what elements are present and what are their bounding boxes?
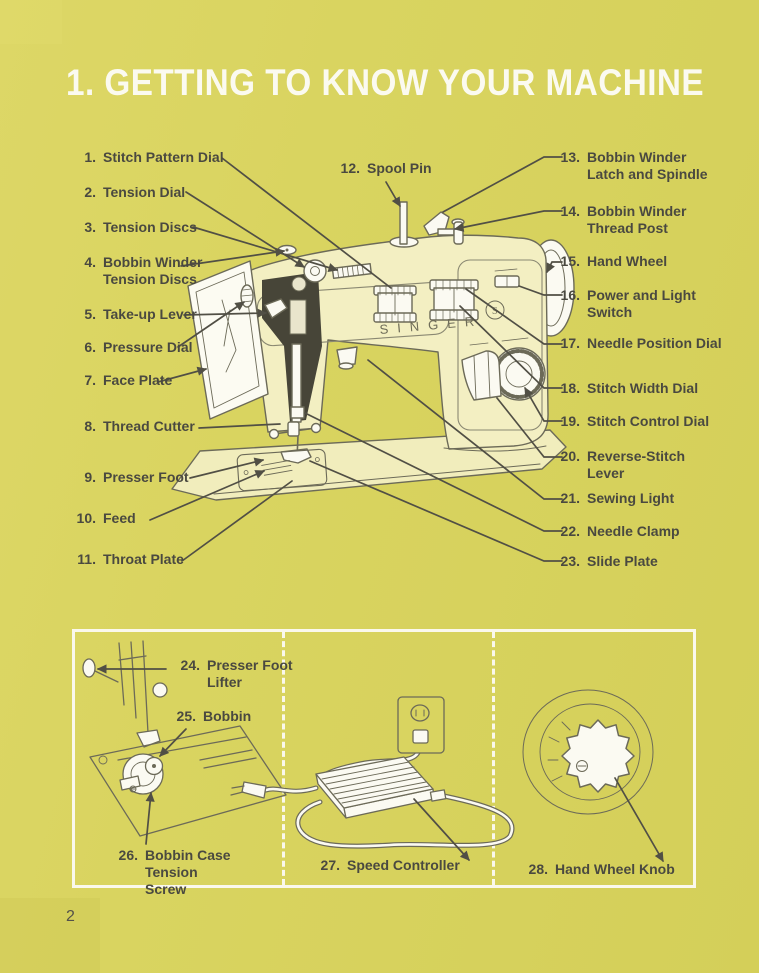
callout-label-28: 28.Hand Wheel Knob	[528, 861, 675, 877]
callout-label-21: 21.Sewing Light	[560, 490, 675, 506]
presser-foot-lifter	[82, 658, 96, 678]
scan-artifact	[0, 0, 62, 44]
panel-divider	[282, 632, 285, 885]
callout-label-5: 5.Take-up Lever	[84, 306, 197, 322]
foot-pedal	[315, 756, 447, 819]
callout-label-9: 9.Presser Foot	[84, 469, 189, 485]
callout-label-3: 3.Tension Discs	[84, 219, 197, 235]
tension-discs	[331, 263, 373, 279]
stitch-pattern-dial	[373, 285, 417, 323]
hand-wheel-rim	[522, 689, 654, 815]
page-number: 2	[66, 908, 75, 925]
presser-foot	[280, 448, 312, 464]
callout-label-2: 2.Tension Dial	[84, 184, 186, 200]
hand-wheel-knob-illustration	[522, 689, 664, 863]
callout-label-10: 10.Feed	[76, 510, 136, 526]
throat-plate-detail	[89, 725, 287, 837]
reverse-stitch-lever	[461, 350, 502, 401]
callout-label-18: 18.Stitch Width Dial	[560, 380, 699, 396]
scan-artifact	[0, 898, 100, 973]
callout-label-26: 26.Bobbin Case Tension Screw	[118, 847, 231, 897]
callout-label-7: 7.Face Plate	[84, 372, 173, 388]
emblem-letter: S	[492, 306, 498, 317]
speed-controller-illustration	[230, 696, 515, 861]
callout-label-12: 12.Spool Pin	[340, 160, 432, 176]
callout-label-20: 20.Reverse-Stitch Lever	[560, 448, 686, 481]
panel-divider	[492, 632, 495, 885]
callout-label-19: 19.Stitch Control Dial	[560, 413, 710, 429]
callout-label-4: 4.Bobbin Winder Tension Discs	[84, 254, 203, 287]
callout-label-11: 11.Throat Plate	[77, 551, 184, 567]
callout-label-17: 17.Needle Position Dial	[560, 335, 722, 351]
feed-slots	[261, 460, 293, 476]
callout-label-22: 22.Needle Clamp	[560, 523, 680, 539]
singer-emblem	[485, 300, 505, 320]
callout-label-6: 6.Pressure Dial	[84, 339, 193, 355]
detail-panels-box	[72, 629, 696, 888]
sewing-machine-illustration: S SINGER	[171, 201, 575, 501]
leader-lines	[149, 156, 563, 562]
power-cord	[263, 741, 515, 849]
callout-label-14: 14.Bobbin Winder Thread Post	[560, 203, 687, 236]
callout-label-27: 27.Speed Controller	[320, 857, 460, 873]
callout-label-24: 24.Presser Foot Lifter	[180, 657, 293, 690]
stitch-width-dial	[429, 279, 479, 321]
callout-label-1: 1.Stitch Pattern Dial	[84, 149, 224, 165]
callout-label-16: 16.Power and Light Switch	[560, 287, 696, 320]
sewing-light	[336, 346, 358, 366]
callout-label-13: 13.Bobbin Winder Latch and Spindle	[560, 149, 708, 182]
callout-label-15: 15.Hand Wheel	[560, 253, 668, 269]
bobbin-winder-thread-post	[453, 221, 464, 245]
needle-clamp	[290, 406, 305, 419]
page-title: 1. GETTING TO KNOW YOUR MACHINE	[66, 62, 705, 103]
spool-pin	[399, 201, 408, 245]
take-up-lever	[264, 298, 288, 319]
callout-label-23: 23.Slide Plate	[560, 553, 658, 569]
wall-plug	[412, 729, 429, 744]
callout-label-25: 25.Bobbin	[176, 708, 252, 724]
presser-foot-lifter-illustration	[82, 640, 287, 845]
wall-outlet	[397, 696, 445, 754]
hand-wheel-knob	[561, 719, 635, 793]
callout-label-8: 8.Thread Cutter	[84, 418, 195, 434]
machine-plug	[241, 781, 267, 799]
